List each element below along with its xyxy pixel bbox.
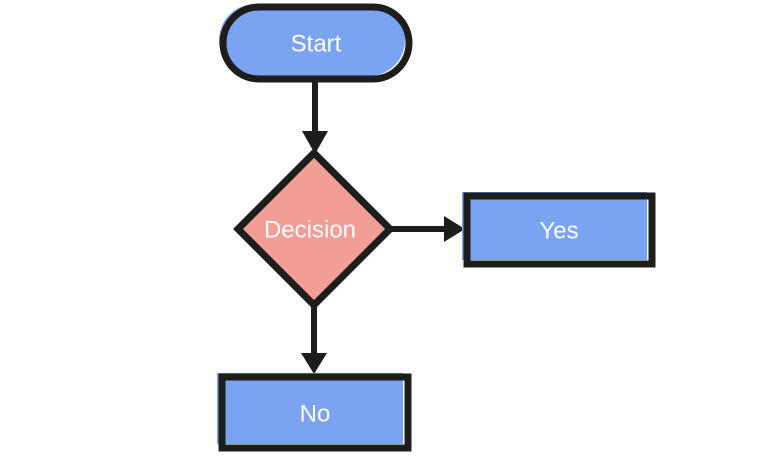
no-label: No	[300, 401, 331, 428]
decision-node: Decision	[233, 148, 395, 310]
decision-label: Decision	[264, 217, 356, 244]
start-node-outline	[219, 3, 413, 83]
edge-decision-to-yes	[391, 216, 465, 242]
arrowhead-down-icon	[302, 131, 328, 154]
arrowhead-down-icon	[301, 353, 327, 374]
edge-start-to-decision	[302, 79, 328, 154]
arrowhead-right-icon	[444, 216, 465, 242]
no-node: No	[217, 373, 412, 452]
yes-node: Yes	[462, 192, 656, 268]
yes-label: Yes	[539, 218, 578, 245]
decision-node-outline	[233, 148, 395, 310]
yes-node-outline	[463, 192, 656, 268]
yes-node-fill	[462, 192, 647, 260]
edge-decision-to-no	[301, 303, 327, 374]
no-node-outline	[218, 373, 412, 452]
no-node-fill	[217, 373, 403, 444]
start-label: Start	[291, 31, 342, 58]
decision-node-fill	[233, 153, 385, 305]
start-node-fill	[219, 4, 405, 76]
start-node: Start	[219, 3, 413, 83]
